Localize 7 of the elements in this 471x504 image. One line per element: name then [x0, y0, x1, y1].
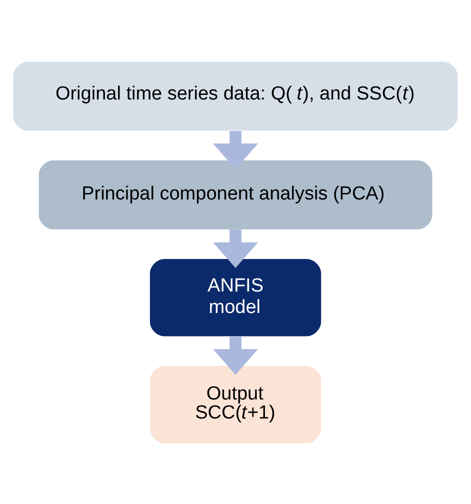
node-box: Output SCC(t+1): [150, 366, 322, 443]
arrow: [213, 229, 258, 268]
arrow: [213, 130, 258, 169]
node-box: Principal component analysis (PCA): [38, 160, 432, 229]
arrow: [213, 336, 258, 374]
node-box: ANFIS model: [150, 258, 322, 336]
node-box: Original time series data: Q(t), and SSC(t): [13, 61, 458, 130]
